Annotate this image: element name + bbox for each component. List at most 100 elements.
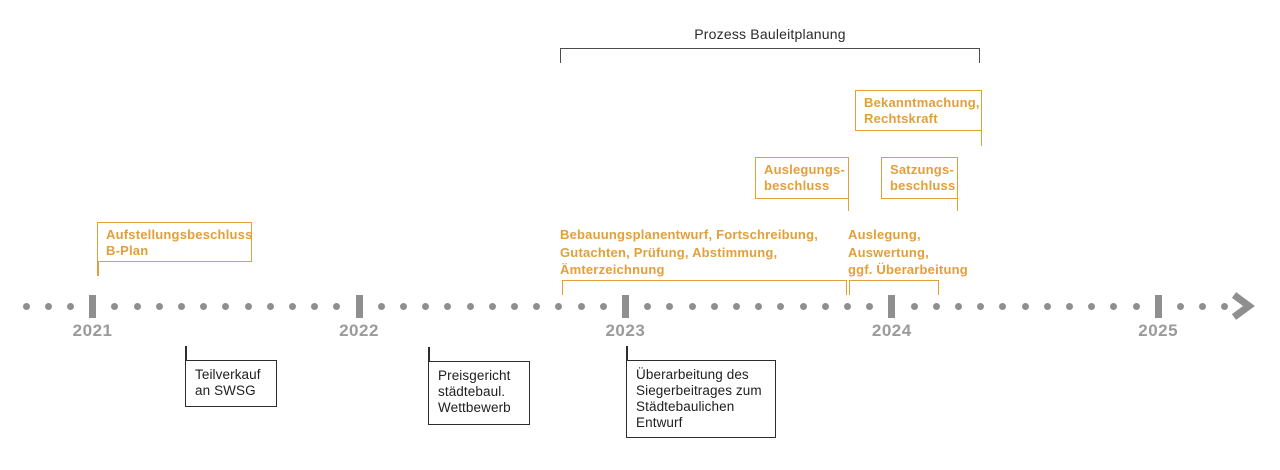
timeline-dot bbox=[954, 302, 962, 310]
milestone-text-line: B-Plan bbox=[106, 243, 149, 258]
timeline-dot bbox=[422, 302, 430, 310]
milestone-box-auslegungsbeschluss: Auslegungs- beschluss bbox=[755, 157, 849, 199]
milestone-box-bekanntmachung: Bekanntmachung, Rechtskraft bbox=[855, 90, 982, 131]
year-marker-2022 bbox=[355, 294, 363, 318]
timeline-dot bbox=[843, 302, 851, 310]
phase-note-line: ggf. Überarbeitung bbox=[848, 262, 968, 277]
timeline-dot bbox=[177, 302, 185, 310]
event-text-line: Städtebaulichen bbox=[636, 399, 735, 414]
timeline-dot bbox=[977, 302, 985, 310]
year-marker-2021 bbox=[89, 294, 97, 318]
timeline-dot bbox=[466, 302, 474, 310]
milestone-text-line: beschluss bbox=[764, 178, 830, 193]
timeline-dot bbox=[777, 302, 785, 310]
year-label-2023: 2023 bbox=[605, 321, 646, 340]
timeline-dot bbox=[732, 302, 740, 310]
timeline-dot bbox=[377, 302, 385, 310]
milestone-pointer-bekanntmachung bbox=[980, 130, 982, 146]
timeline-dot bbox=[510, 302, 518, 310]
timeline-dot bbox=[1176, 302, 1184, 310]
timeline-dot bbox=[755, 302, 763, 310]
milestone-pointer-satzungsbeschluss bbox=[956, 198, 958, 211]
event-box-teilverkauf: Teilverkauf an SWSG bbox=[185, 360, 277, 407]
event-pointer-ueberarbeitung bbox=[626, 346, 628, 360]
event-text-line: städtebaul. bbox=[438, 384, 506, 399]
year-label-2021: 2021 bbox=[72, 321, 113, 340]
timeline-dot bbox=[599, 302, 607, 310]
phase-bracket-bebauungsplan bbox=[562, 280, 847, 295]
event-text-line: Teilverkauf bbox=[195, 367, 261, 382]
timeline-dot bbox=[22, 302, 30, 310]
event-pointer-teilverkauf bbox=[185, 346, 187, 360]
phase-note-line: Auswertung, bbox=[848, 244, 929, 260]
milestone-box-satzungsbeschluss: Satzungs- beschluss bbox=[881, 157, 958, 199]
phase-note-line: Gutachten, Prüfung, Abstimmung, bbox=[560, 244, 778, 260]
event-pointer-preisgericht bbox=[428, 347, 430, 361]
milestone-text-line: Satzungs- bbox=[890, 162, 954, 177]
timeline-dot bbox=[910, 302, 918, 310]
timeline-dot bbox=[244, 302, 252, 310]
year-marker-2025 bbox=[1154, 294, 1162, 318]
event-box-preisgericht: Preisgericht städtebaul. Wettbewerb bbox=[428, 361, 530, 425]
timeline-dot bbox=[488, 302, 496, 310]
process-bracket-label: Prozess Bauleitplanung bbox=[694, 26, 846, 42]
timeline-dot bbox=[710, 302, 718, 310]
timeline-dot bbox=[799, 302, 807, 310]
timeline-dot bbox=[932, 302, 940, 310]
phase-note-bebauungsplan: Bebauungsplanentwurf, Fortschreibung, Gu… bbox=[560, 226, 818, 279]
phase-note-line: Auslegung, bbox=[848, 227, 921, 242]
timeline-dot bbox=[644, 302, 652, 310]
timeline-dot bbox=[1132, 302, 1140, 310]
timeline-dot bbox=[1110, 302, 1118, 310]
timeline-dot bbox=[1088, 302, 1096, 310]
timeline-dot bbox=[200, 302, 208, 310]
year-label-2025: 2025 bbox=[1138, 321, 1179, 340]
process-bracket bbox=[560, 48, 980, 63]
timeline-dot bbox=[1221, 302, 1229, 310]
timeline-dot bbox=[44, 302, 52, 310]
timeline-dot bbox=[66, 302, 74, 310]
event-text-line: Überarbeitung des bbox=[636, 367, 749, 382]
phase-note-line: Ämterzeichnung bbox=[560, 262, 665, 277]
milestone-text-line: Rechtskraft bbox=[864, 111, 938, 126]
timeline-dot bbox=[133, 302, 141, 310]
timeline-dot bbox=[1021, 302, 1029, 310]
event-text-line: Wettbewerb bbox=[438, 400, 511, 415]
phase-note-auslegung: Auslegung, Auswertung, ggf. Überarbeitun… bbox=[848, 226, 968, 279]
milestone-text-line: beschluss bbox=[890, 178, 956, 193]
timeline-dot bbox=[666, 302, 674, 310]
timeline-dot bbox=[155, 302, 163, 310]
milestone-text-line: Bekanntmachung, bbox=[864, 95, 980, 110]
timeline-dot bbox=[577, 302, 585, 310]
timeline-dot bbox=[1199, 302, 1207, 310]
milestone-box-aufstellungsbeschluss: Aufstellungsbeschluss B-Plan bbox=[97, 222, 252, 262]
year-label-2022: 2022 bbox=[339, 321, 379, 340]
event-box-ueberarbeitung: Überarbeitung des Siegerbeitrages zum St… bbox=[626, 360, 776, 438]
timeline-dot bbox=[555, 302, 563, 310]
timeline-dot bbox=[111, 302, 119, 310]
event-text-line: Siegerbeitrages zum bbox=[636, 383, 762, 398]
timeline-dot bbox=[288, 302, 296, 310]
timeline-arrow-icon bbox=[1231, 292, 1255, 320]
timeline-dot bbox=[333, 302, 341, 310]
phase-note-line: Bebauungsplanentwurf, Fortschreibung, bbox=[560, 227, 819, 242]
phase-bracket-auslegung bbox=[849, 280, 939, 295]
timeline-dot bbox=[533, 302, 541, 310]
timeline-dot bbox=[444, 302, 452, 310]
timeline-dot bbox=[999, 302, 1007, 310]
timeline-dot bbox=[866, 302, 874, 310]
year-marker-2023 bbox=[621, 294, 629, 318]
year-label-2024: 2024 bbox=[871, 321, 912, 340]
year-marker-2024 bbox=[888, 294, 896, 318]
timeline-dot bbox=[311, 302, 319, 310]
timeline-dot bbox=[821, 302, 829, 310]
event-text-line: Entwurf bbox=[636, 415, 683, 430]
milestone-text-line: Auslegungs- bbox=[764, 162, 845, 177]
timeline-dot bbox=[688, 302, 696, 310]
milestone-text-line: Aufstellungsbeschluss bbox=[106, 227, 253, 242]
timeline-dot bbox=[266, 302, 274, 310]
timeline-dot bbox=[1065, 302, 1073, 310]
milestone-pointer-auslegungsbeschluss bbox=[847, 198, 849, 211]
milestone-pointer-aufstellungsbeschluss bbox=[97, 261, 99, 276]
